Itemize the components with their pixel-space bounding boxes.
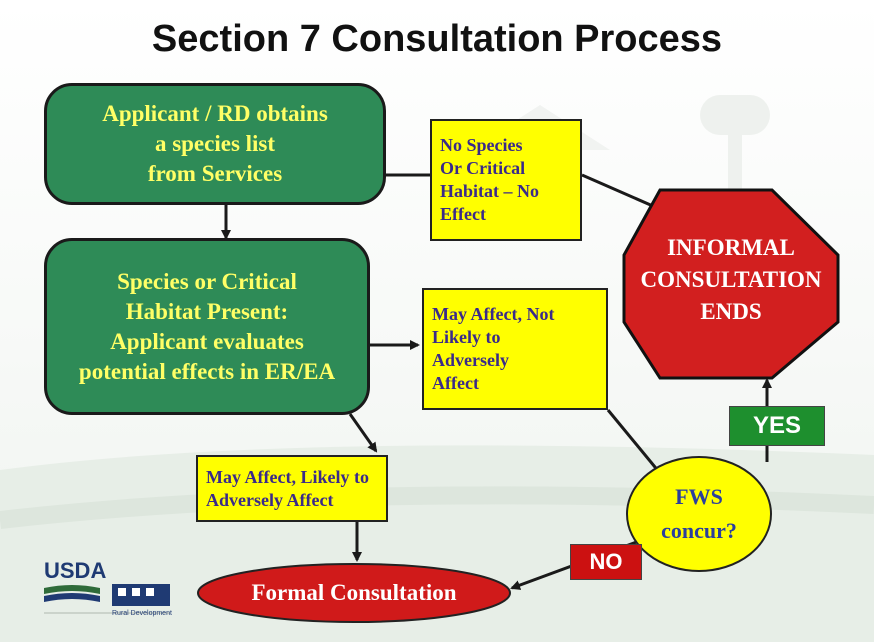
label-yes: YES <box>729 406 825 446</box>
node-may-affect-likely: May Affect, Likely to Adversely Affect <box>196 455 388 522</box>
page-title: Section 7 Consultation Process <box>151 18 723 60</box>
node-may-affect-not-likely: May Affect, Not Likely to Adversely Affe… <box>422 288 608 410</box>
arrow-not-likely-to-fws <box>606 409 666 480</box>
node-formal-consultation: Formal Consultation <box>251 580 457 605</box>
logo-marks <box>44 584 170 614</box>
node-obtain-species-list: Applicant / RD obtains a species list fr… <box>44 83 386 205</box>
label-no: NO <box>570 544 642 580</box>
node-informal-consultation-ends: INFORMAL CONSULTATION ENDS <box>640 235 822 324</box>
formal-ellipse <box>197 563 511 623</box>
logo-group: USDA Rural Development <box>42 556 182 632</box>
node-fws-concur: FWS concur? <box>661 484 737 543</box>
node-no-species: No Species Or Critical Habitat – No Effe… <box>430 119 582 241</box>
node-species-present: Species or Critical Habitat Present: App… <box>44 238 370 415</box>
usda-logo: USDA <box>44 558 107 583</box>
stop-octagon <box>622 188 840 380</box>
arrow-present-to-likely <box>348 413 378 453</box>
rural-development-logo: Rural Development <box>112 610 172 617</box>
arrow-no-species-to-informal <box>581 173 664 212</box>
fws-ellipse <box>626 456 772 572</box>
